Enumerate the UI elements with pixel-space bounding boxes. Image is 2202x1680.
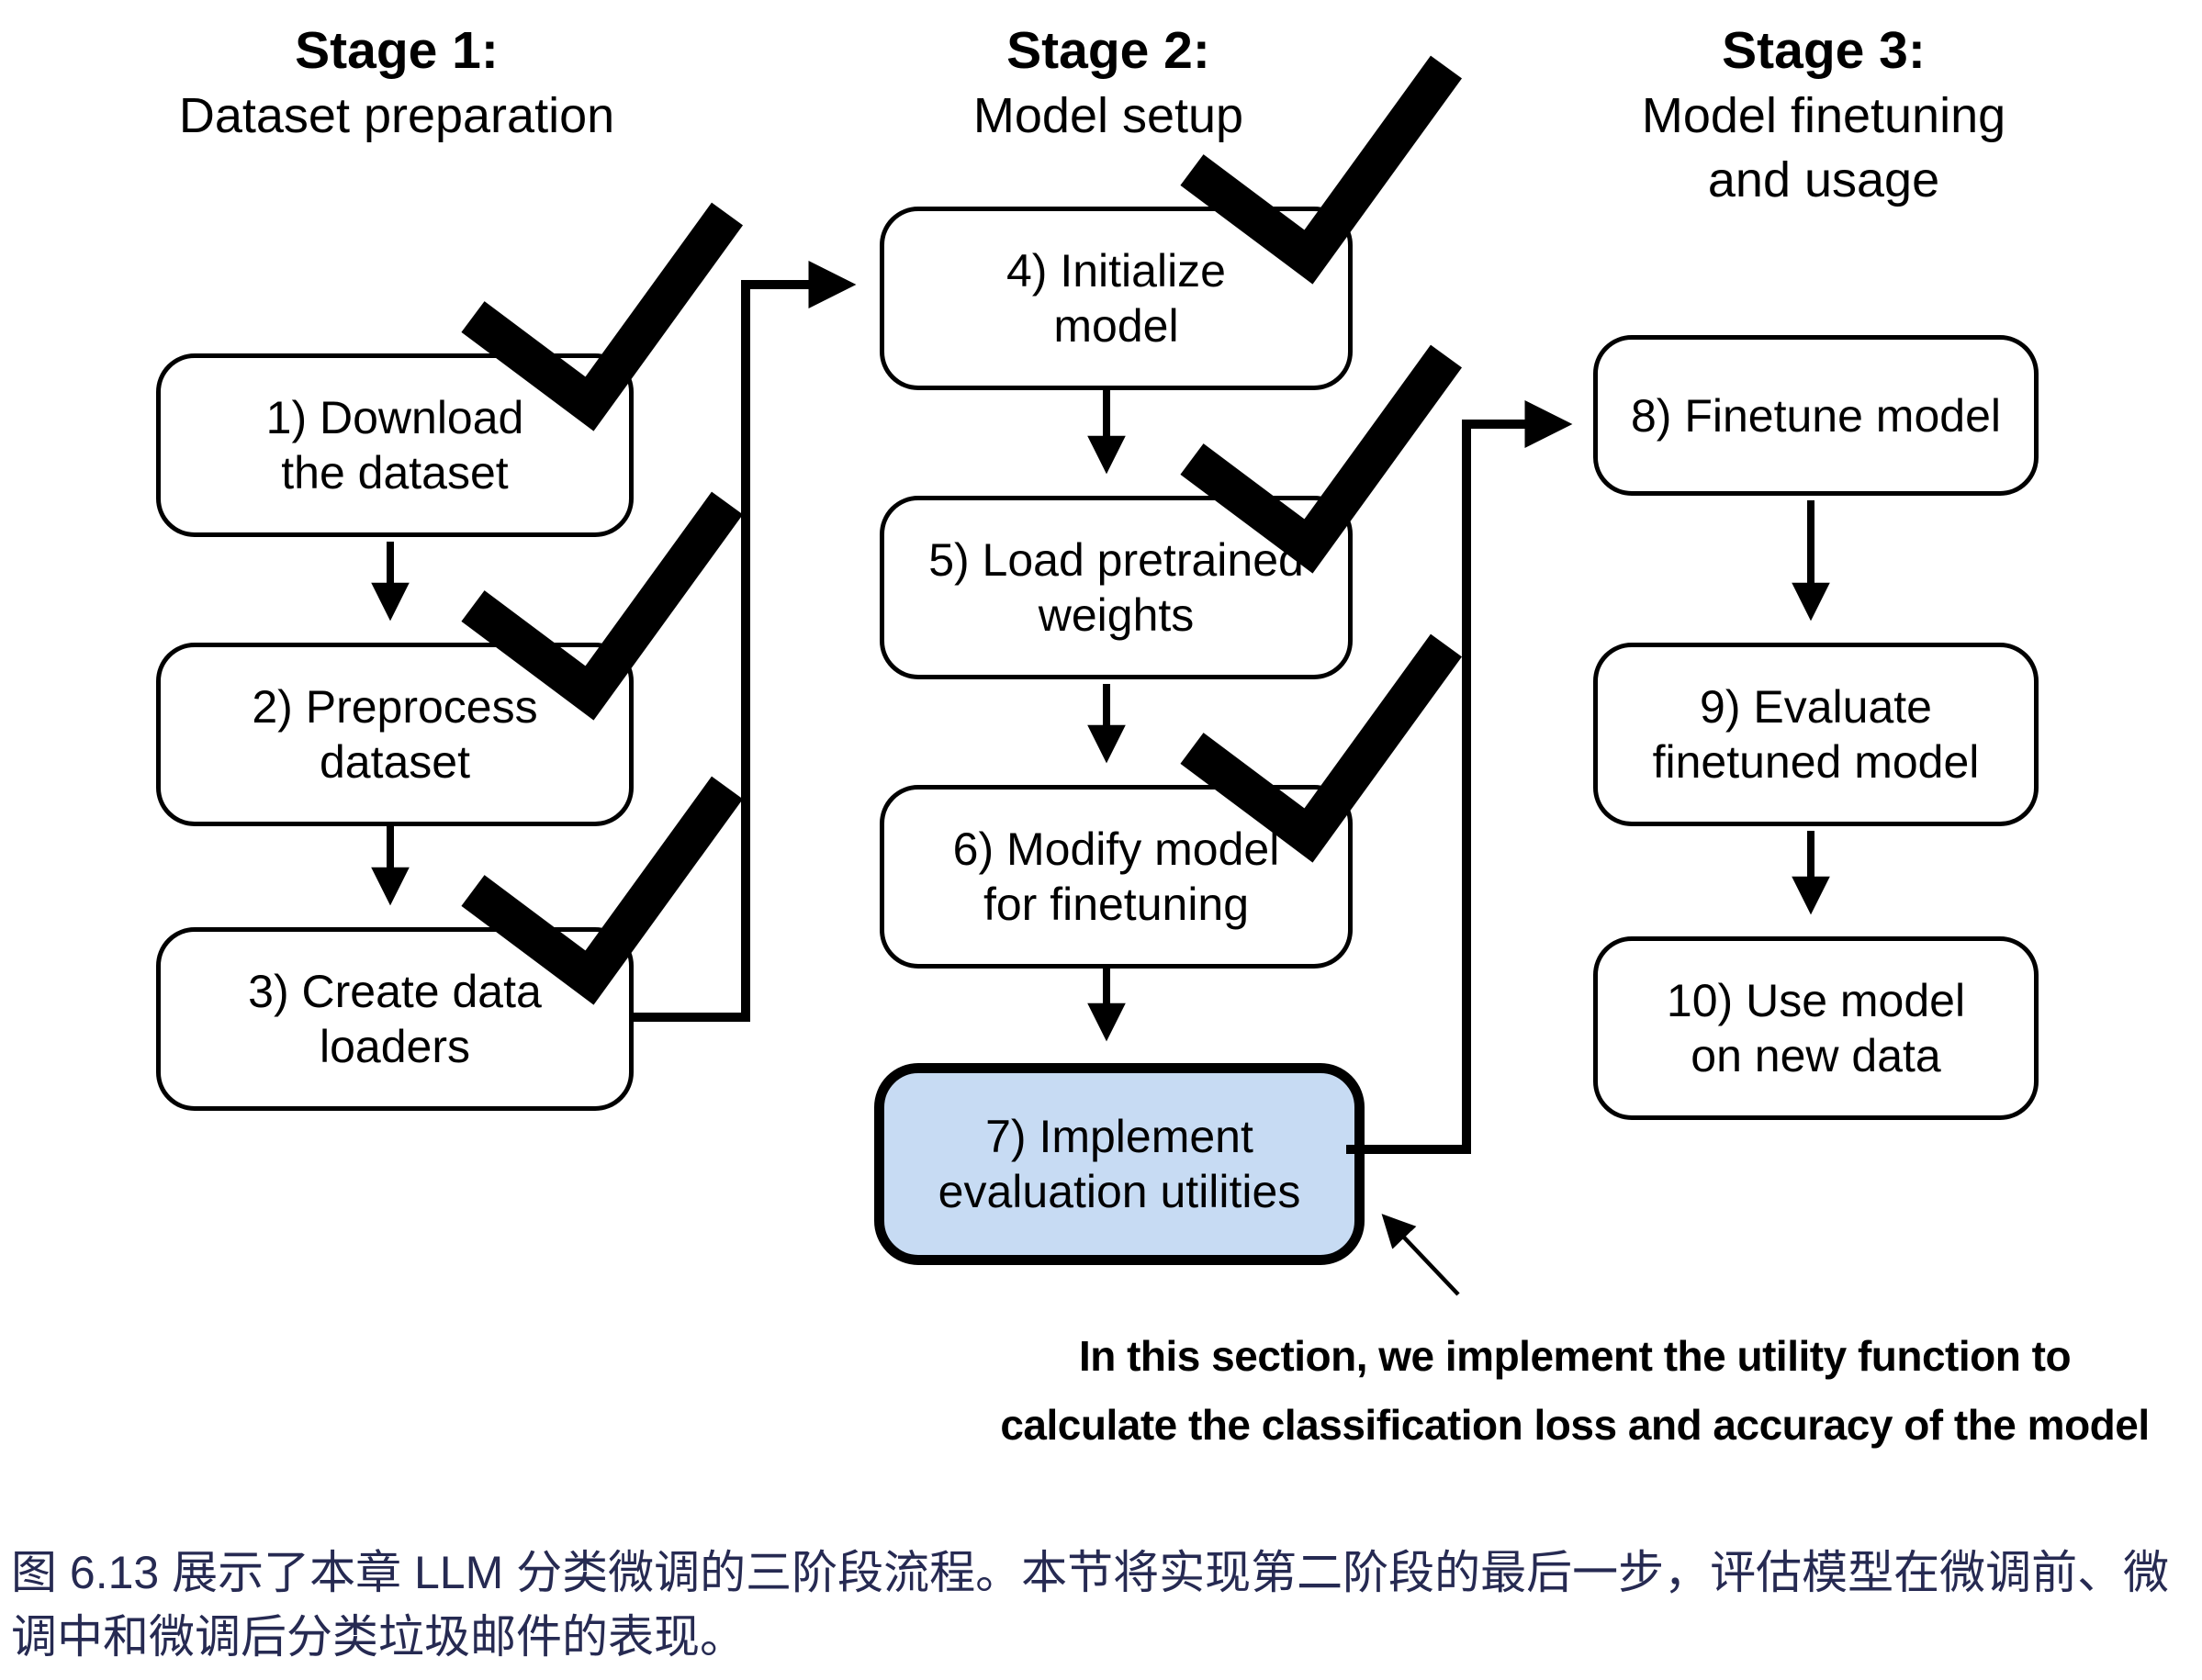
step-box-10-line-2: on new data — [1691, 1030, 1941, 1081]
connector-3-to-4 — [634, 261, 857, 1022]
step-box-7-line-1: 7) Implement — [985, 1111, 1253, 1162]
connector-7-to-8 — [1346, 400, 1573, 1154]
step-box-6-line-1: 6) Modify model — [952, 823, 1280, 875]
annotation-line-1: In this section, we implement the utilit… — [1078, 1332, 2072, 1380]
step-box-8-line-1: 8) Finetune model — [1630, 389, 2001, 442]
step-box-3-line-1: 3) Create data — [248, 966, 542, 1017]
step-box-5-load-pretrained-weights: 5) Load pretrained weights — [880, 496, 1353, 679]
stage-2-title: Stage 2: — [1006, 21, 1210, 80]
caption-line-2: 调中和微调后分类垃圾邮件的表现。 — [11, 1611, 746, 1663]
step-box-9-line-1: 9) Evaluate — [1700, 681, 1932, 733]
step-box-4-initialize-model: 4) Initialize model — [880, 207, 1353, 390]
step-box-4-line-1: 4) Initialize — [1006, 245, 1226, 297]
step-box-9-evaluate-finetuned-model: 9) Evaluate finetuned model — [1593, 643, 2039, 826]
step-box-1-download-dataset: 1) Download the dataset — [156, 353, 634, 537]
step-box-10-use-model-new-data: 10) Use model on new data — [1593, 936, 2039, 1120]
step-box-5-line-2: weights — [1038, 589, 1195, 641]
step-box-7-implement-evaluation-utilities: 7) Implement evaluation utilities — [874, 1063, 1365, 1265]
stage-1-subtitle: Dataset preparation — [178, 88, 615, 144]
annotation-line-2: calculate the classification loss and ac… — [1000, 1400, 2150, 1449]
stage-1-header: Stage 1: Dataset preparation — [103, 18, 691, 148]
stage-3-subtitle-2: and usage — [1707, 152, 1940, 208]
annotation-text: In this section, we implement the utilit… — [918, 1322, 2202, 1459]
step-box-7-line-2: evaluation utilities — [938, 1166, 1301, 1217]
step-box-2-line-1: 2) Preprocess — [252, 681, 538, 733]
step-box-5-line-1: 5) Load pretrained — [928, 534, 1304, 586]
step-box-1-line-1: 1) Download — [265, 392, 524, 443]
stage-3-header: Stage 3: Model finetuning and usage — [1530, 18, 2118, 213]
step-box-4-line-2: model — [1053, 300, 1179, 352]
step-box-6-modify-model: 6) Modify model for finetuning — [880, 785, 1353, 969]
step-box-3-line-2: loaders — [320, 1021, 470, 1072]
step-box-3-create-data-loaders: 3) Create data loaders — [156, 927, 634, 1111]
stage-2-subtitle: Model setup — [972, 88, 1244, 144]
step-box-2-line-2: dataset — [319, 736, 470, 788]
stage-3-title: Stage 3: — [1722, 21, 1926, 80]
step-box-8-finetune-model: 8) Finetune model — [1593, 335, 2039, 496]
stage-3-subtitle: Model finetuning — [1641, 88, 2006, 144]
stage-1-title: Stage 1: — [295, 21, 499, 80]
step-box-9-line-2: finetuned model — [1652, 736, 1980, 788]
step-box-6-line-2: for finetuning — [983, 879, 1250, 930]
caption-line-1: 图 6.13 展示了本章 LLM 分类微调的三阶段流程。本节将实现第二阶段的最后… — [11, 1547, 2170, 1598]
figure-caption: 图 6.13 展示了本章 LLM 分类微调的三阶段流程。本节将实现第二阶段的最后… — [11, 1540, 2196, 1669]
annotation-arrow — [1381, 1214, 1460, 1296]
step-box-1-line-2: the dataset — [281, 447, 509, 498]
step-box-2-preprocess-dataset: 2) Preprocess dataset — [156, 643, 634, 826]
stage-2-header: Stage 2: Model setup — [815, 18, 1402, 148]
step-box-10-line-1: 10) Use model — [1666, 975, 1966, 1026]
